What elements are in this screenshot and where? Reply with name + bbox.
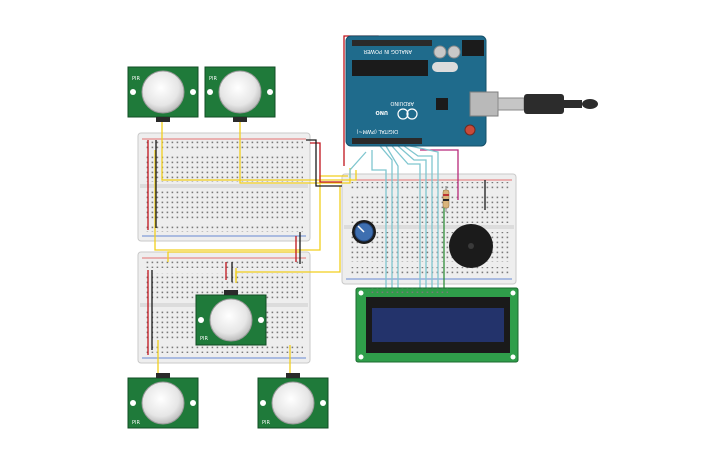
arduino-model-label: UNO — [376, 109, 389, 115]
usb-cable — [497, 94, 598, 114]
arduino-header-label: DIGITAL (PWM~) — [356, 128, 398, 134]
pir-label: PIR — [200, 336, 208, 342]
wire-cyan — [379, 145, 393, 288]
wire-red — [310, 142, 342, 183]
lcd-16x2 — [355, 287, 519, 363]
arduino-power-label: POWER — [363, 48, 382, 54]
wire-cyan — [349, 151, 367, 178]
wire-cyan — [403, 145, 433, 288]
wire-cyan — [409, 145, 439, 288]
wire-yellow — [167, 251, 300, 262]
pir-label: PIR — [262, 420, 270, 426]
piezo-buzzer — [449, 224, 493, 268]
pir-sensor-1: PIR — [127, 66, 199, 122]
wires — [147, 35, 486, 378]
wire-cyan — [385, 145, 399, 288]
potentiometer — [352, 220, 376, 244]
wire-cyan — [397, 145, 427, 288]
pir-sensor-3: PIR — [195, 290, 267, 346]
pir-sensor-4: PIR — [127, 373, 199, 429]
arduino-uno-board: UNO ARDUINO DIGITAL (PWM~) POWER ANALOG … — [345, 35, 499, 147]
pir-sensor-2: PIR — [204, 66, 276, 122]
pir-label: PIR — [209, 76, 217, 82]
resistor — [442, 186, 450, 212]
wire-cyan — [371, 150, 387, 288]
breadboard-top-left — [137, 132, 311, 242]
wire-cyan — [391, 145, 421, 288]
arduino-brand-label: ARDUINO — [390, 100, 414, 106]
pir-sensor-5: PIR — [257, 373, 329, 429]
pir-label: PIR — [132, 420, 140, 426]
wire-yellow — [161, 118, 357, 181]
wire-black — [306, 139, 342, 187]
arduino-analog-label: ANALOG IN — [384, 48, 412, 54]
wire-yellow — [154, 150, 348, 251]
pir-label: PIR — [132, 76, 140, 82]
wire-magenta — [420, 149, 459, 200]
